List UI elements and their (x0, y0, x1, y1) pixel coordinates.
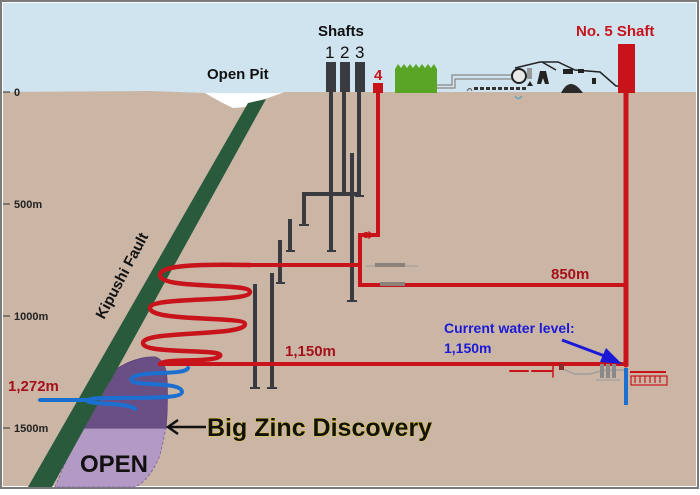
shaft-1-headframe (326, 62, 336, 92)
shaft-3-headframe (355, 62, 365, 92)
level-equipment (366, 263, 418, 286)
depth-tick-1000: 1000m (14, 311, 48, 323)
no5-shaft-label: No. 5 Shaft (576, 23, 654, 40)
water-level-label-line2: 1,150m (444, 340, 491, 356)
shafts-label: Shafts (318, 23, 364, 40)
depth-axis: 0 500m 1000m 1500m (3, 87, 48, 435)
water-level-label-line1: Current water level: (444, 320, 575, 336)
processing-plant (395, 64, 437, 93)
pump-station (559, 364, 668, 386)
discovery-arrow (165, 418, 206, 436)
old-shafts-workings (250, 92, 364, 389)
new-decline-1272 (38, 366, 190, 411)
shaft-1-number: 1 (325, 43, 334, 62)
shaft-3-number: 3 (355, 43, 364, 62)
depth-tick-1500: 1500m (14, 423, 48, 435)
level-1272-label: 1,272m (8, 378, 59, 395)
water-level-arrow (561, 338, 622, 364)
discovery-label: Big Zinc Discovery (207, 414, 432, 442)
level-850-label: 850m (551, 266, 589, 283)
shaft-2-number: 2 (340, 43, 349, 62)
shaft-4-label: 4 (374, 67, 383, 84)
kipushi-fault (28, 99, 266, 487)
depth-tick-500: 500m (14, 199, 42, 211)
surface-equipment (437, 61, 624, 100)
open-label: OPEN (80, 451, 148, 478)
depth-tick-0: 0 (14, 87, 20, 99)
shaft-4-headframe (373, 83, 383, 93)
new-workings (140, 90, 629, 378)
ore-body-open-extension (54, 427, 167, 488)
level-1150-label: 1,150m (285, 343, 336, 360)
shaft-2-headframe (340, 62, 350, 92)
no5-shaft-headframe (618, 44, 635, 93)
open-pit-label: Open Pit (207, 66, 269, 83)
valve-icon (362, 230, 374, 240)
